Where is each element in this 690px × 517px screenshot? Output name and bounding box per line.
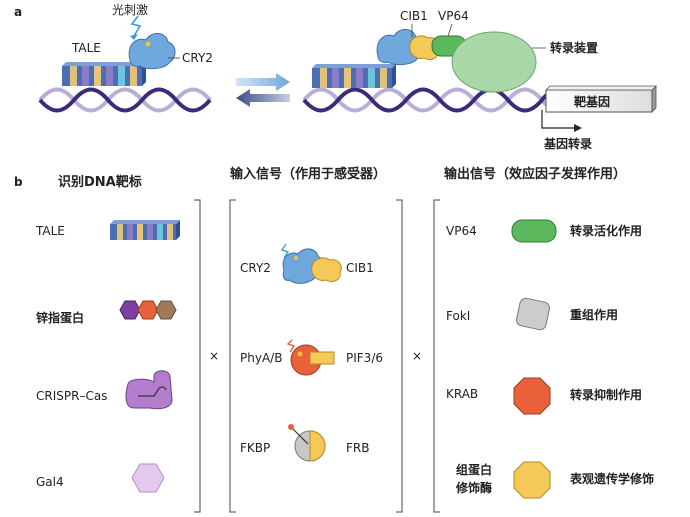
light-stimulus-label: 光刺激 (112, 3, 148, 17)
cry2-cib1-icon (280, 243, 342, 284)
output-name-vp64: VP64 (446, 224, 477, 238)
fkbp-frb-icon (288, 424, 326, 462)
times-sign-2: × (412, 349, 422, 363)
cry2-chromophore (145, 41, 151, 47)
target-label-gal4: Gal4 (36, 475, 64, 489)
input-right-frb: FRB (346, 441, 369, 455)
vp64-leader-line (447, 23, 453, 37)
krab-output-icon (513, 377, 551, 415)
times-sign-1: × (209, 349, 219, 363)
foki-output-icon (516, 297, 550, 331)
light-arrow-head (130, 34, 138, 40)
vp64-output-icon (511, 219, 557, 243)
cib1-label: CIB1 (400, 9, 428, 23)
transcription-arrow (541, 110, 574, 129)
histone-modifier-icon (513, 461, 551, 499)
cry2-protein-left (128, 33, 176, 70)
gal4-icon (131, 463, 165, 493)
transcription-arrow-head (574, 124, 582, 132)
bracket-2-close (396, 199, 403, 513)
output-name-foki: FokI (446, 309, 470, 323)
phya-pif-icon (286, 339, 335, 376)
bracket-2-open (229, 199, 236, 513)
crispr-cas-icon (125, 370, 173, 410)
dna-helix-right (302, 87, 558, 113)
output-effect-epigenetic: 表观遗传学修饰 (569, 471, 654, 486)
zinc-finger-icon (119, 300, 177, 320)
target-label-tale: TALE (35, 224, 65, 238)
column-title-targets: 识别DNA靶标 (58, 174, 142, 190)
input-right-pif: PIF3/6 (346, 351, 383, 365)
output-name-histone-line1: 组蛋白 (456, 462, 492, 477)
vp64-label: VP64 (438, 9, 469, 23)
input-left-cry2: CRY2 (240, 261, 271, 275)
target-label-zinc-finger: 锌指蛋白 (36, 310, 84, 325)
output-effect-activation: 转录活化作用 (570, 223, 642, 238)
column-title-outputs: 输出信号（效应因子发挥作用） (444, 166, 626, 182)
tale-label: TALE (71, 41, 101, 55)
output-name-histone-line2: 修饰酶 (455, 480, 492, 495)
tale-bar-left (62, 62, 146, 86)
tale-bar-right (312, 64, 396, 88)
input-left-fkbp: FKBP (240, 441, 270, 455)
target-gene-label: 靶基因 (574, 94, 610, 109)
panel-a-letter: a (14, 5, 22, 19)
panel-b-letter: b (14, 175, 23, 189)
output-effect-repression: 转录抑制作用 (570, 387, 642, 402)
transcription-label: 基因转录 (543, 136, 592, 151)
light-stimulus-arrow (130, 15, 142, 37)
output-name-krab: KRAB (446, 387, 478, 401)
bracket-1 (194, 199, 201, 513)
target-gene-block (545, 85, 657, 113)
input-right-cib1: CIB1 (346, 261, 374, 275)
column-title-inputs: 输入信号（作用于感受器） (230, 166, 386, 182)
output-effect-recombination: 重组作用 (570, 307, 618, 322)
dna-helix-left (38, 87, 212, 113)
reversible-arrows (236, 73, 290, 107)
tale-bar-icon (110, 220, 180, 240)
bracket-3 (433, 199, 440, 513)
input-left-phya-b: PhyA/B (240, 351, 282, 365)
transcription-machinery (451, 31, 537, 93)
target-label-crispr: CRISPR–Cas (36, 389, 107, 403)
cry2-label: CRY2 (182, 51, 213, 65)
machinery-label: 转录装置 (550, 40, 598, 55)
